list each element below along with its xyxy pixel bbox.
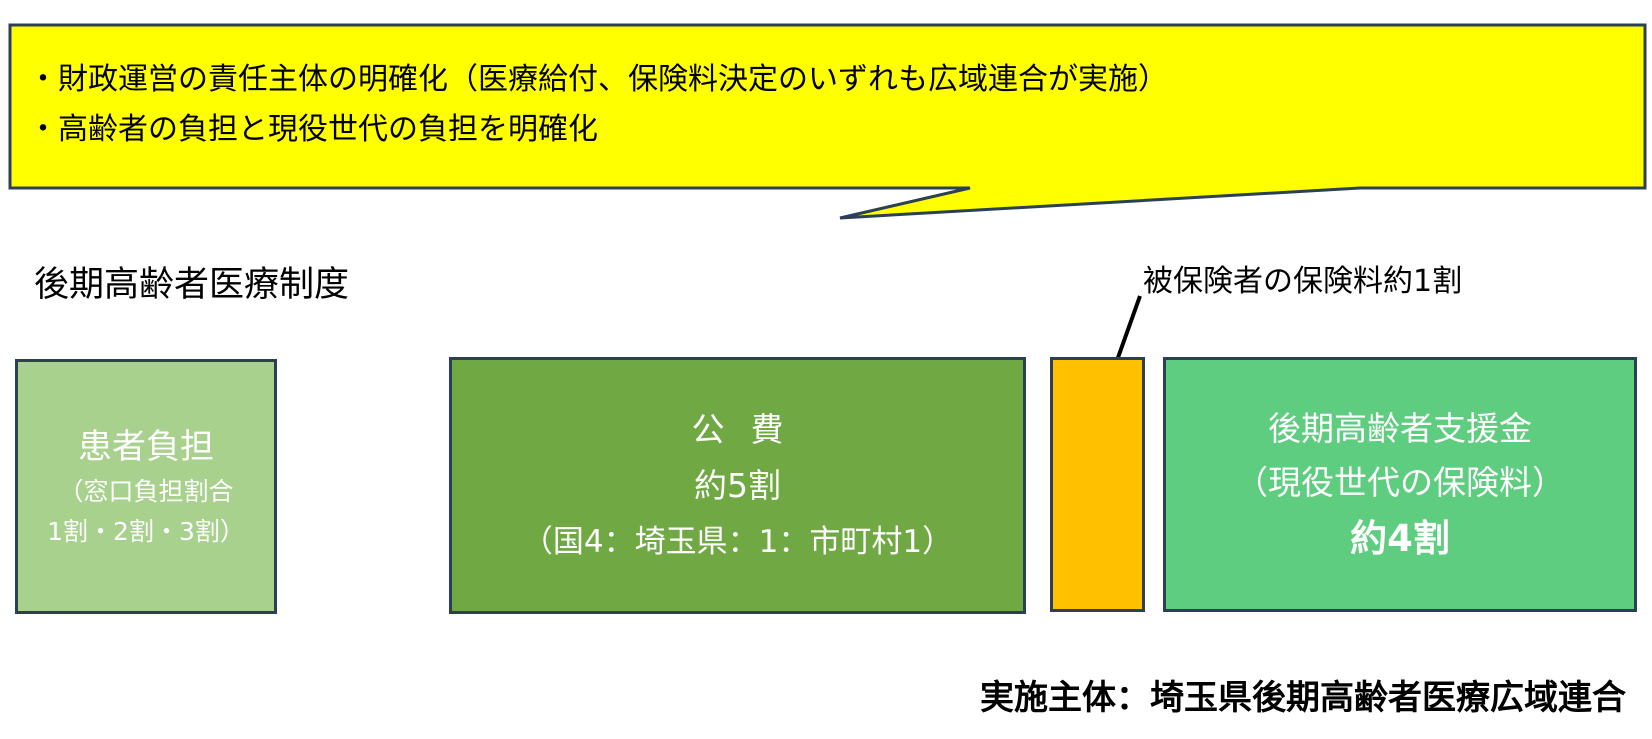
patient-share-title: 患者負担 [78, 426, 214, 467]
public-funds-title: 公費 [691, 409, 810, 449]
implementing-body: 実施主体：埼玉県後期高齢者医療広域連合 [980, 678, 1626, 718]
system-title: 後期高齢者医療制度 [34, 265, 350, 305]
insured-premium-box [1050, 357, 1145, 612]
callout-line-1: ・財政運営の責任主体の明確化（医療給付、保険料決定のいずれも広域連合が実施） [28, 62, 1168, 97]
support-funds-box: 後期高齢者支援金 （現役世代の保険料） 約4割 [1163, 357, 1637, 612]
public-funds-ratio: 約5割 [694, 465, 781, 505]
patient-share-detail-1: （窓口負担割合 [58, 476, 234, 506]
support-funds-title: 後期高齢者支援金 [1268, 408, 1532, 448]
patient-share-box: 患者負担 （窓口負担割合 1割・2割・3割） [15, 359, 277, 614]
callout-shape [8, 23, 1647, 220]
support-funds-ratio: 約4割 [1350, 516, 1450, 560]
public-funds-breakdown: （国4：埼玉県：1：市町村1） [521, 523, 954, 560]
public-funds-box: 公費 約5割 （国4：埼玉県：1：市町村1） [449, 357, 1026, 614]
support-funds-detail: （現役世代の保険料） [1235, 462, 1565, 502]
insured-premium-label: 被保険者の保険料約1割 [1143, 264, 1463, 299]
callout-line-2: ・高齢者の負担と現役世代の負担を明確化 [28, 112, 598, 147]
patient-share-detail-2: 1割・2割・3割） [47, 516, 245, 546]
